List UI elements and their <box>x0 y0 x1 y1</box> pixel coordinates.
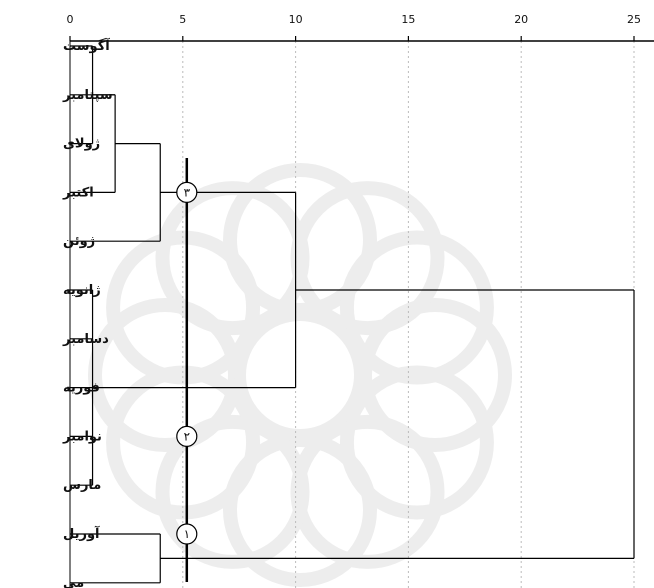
watermark-petal <box>290 181 445 336</box>
leaf-label: آگوست <box>63 37 110 54</box>
cluster-marker-label: ۲ <box>184 429 190 443</box>
leaf-labels: آگوست سپتامبر ژولای اکتبر ژوئن ژانویه دسامبر فو… <box>62 37 113 588</box>
leaf-label: سپتامبر <box>62 88 113 103</box>
tick-label: 15 <box>401 13 415 26</box>
leaf-label: ژولای <box>63 137 100 152</box>
cluster-marker <box>176 523 198 545</box>
cluster-marker <box>176 181 198 203</box>
leaf-label: مارس <box>63 478 101 493</box>
watermark-petal <box>155 414 310 569</box>
leaf-label: ژانویه <box>63 283 101 298</box>
tick-label: 10 <box>289 13 303 26</box>
x-axis: 0 5 10 15 20 25 <box>67 13 654 588</box>
leaf-label: فوریه <box>63 381 100 396</box>
leaf-label: آوریل <box>63 525 100 542</box>
tick-label: 25 <box>627 13 641 26</box>
watermark-center <box>234 309 366 441</box>
leaf-label: اکتبر <box>62 185 94 200</box>
leaf-label: دسامبر <box>62 332 109 347</box>
tick-label: 5 <box>179 13 186 26</box>
dendrogram-links <box>70 45 635 584</box>
leaf-label: می <box>63 576 84 588</box>
tick-label: 0 <box>67 13 74 26</box>
cluster-marker <box>176 425 198 447</box>
cluster-marker-label: ۱ <box>184 527 190 541</box>
tick-label: 20 <box>514 13 528 26</box>
watermark-petal <box>339 230 494 385</box>
watermark-rosette <box>88 163 512 587</box>
leaf-label: ژوئن <box>63 234 95 249</box>
cluster-marker-label: ۳ <box>184 185 191 199</box>
cut-line-group: ۳ ۲ ۱ <box>176 158 198 582</box>
leaf-label: نوامبر <box>62 429 102 444</box>
